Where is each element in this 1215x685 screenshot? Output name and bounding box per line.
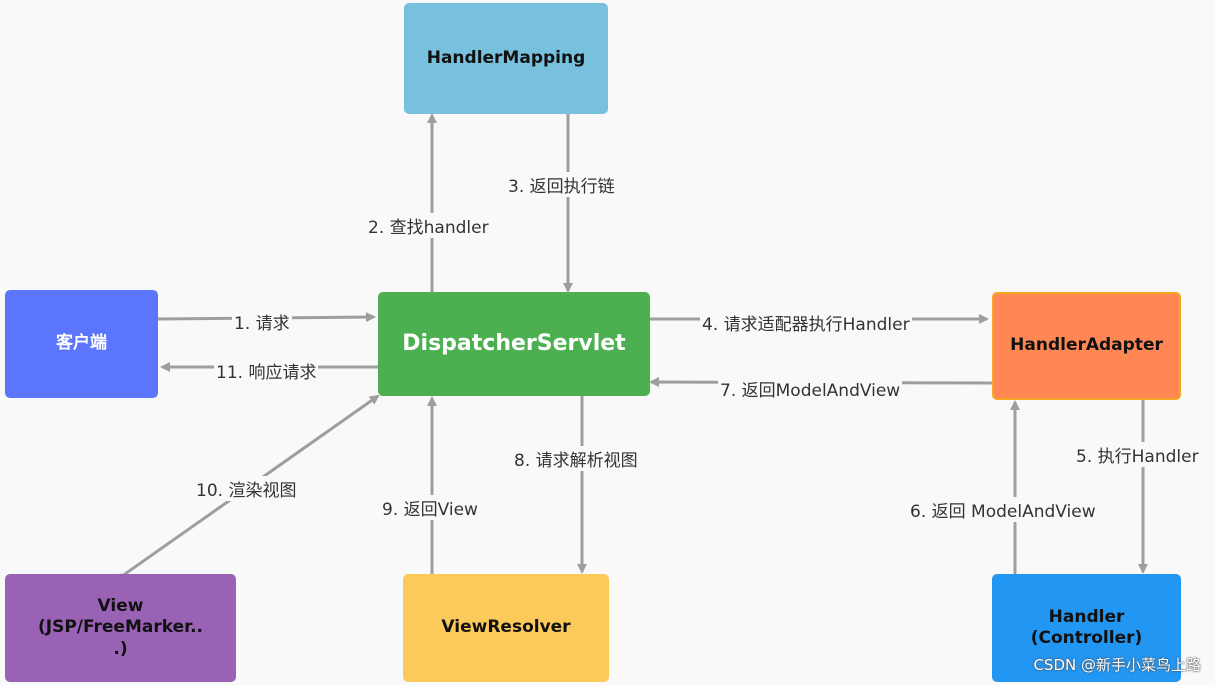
edge-10-label: 10. 渲染视图 bbox=[194, 476, 299, 501]
edge-5-label: 5. 执行Handler bbox=[1074, 442, 1201, 467]
edge-6-label: 6. 返回 ModelAndView bbox=[908, 497, 1098, 522]
edge-3-label: 3. 返回执行链 bbox=[506, 172, 617, 197]
view-resolver-node: ViewResolver bbox=[403, 574, 609, 682]
edge-7-label: 7. 返回ModelAndView bbox=[718, 376, 903, 401]
edge-4-label: 4. 请求适配器执行Handler bbox=[700, 310, 912, 335]
edge-8-label: 8. 请求解析视图 bbox=[512, 446, 640, 471]
handler-mapping-node: HandlerMapping bbox=[404, 3, 608, 114]
edge-2-label: 2. 查找handler bbox=[366, 213, 491, 238]
handler-adapter-node: HandlerAdapter bbox=[992, 292, 1181, 400]
client-node: 客户端 bbox=[5, 290, 158, 398]
view-node: View (JSP/FreeMarker.. .) bbox=[5, 574, 236, 682]
edge-9-label: 9. 返回View bbox=[380, 495, 480, 520]
handler-node: Handler (Controller) bbox=[992, 574, 1181, 682]
edge-1-label: 1. 请求 bbox=[232, 309, 292, 334]
edge-11-label: 11. 响应请求 bbox=[214, 358, 319, 383]
watermark: CSDN @新手小菜鸟上路 bbox=[1033, 656, 1201, 674]
dispatcher-servlet-node: DispatcherServlet bbox=[378, 292, 650, 396]
